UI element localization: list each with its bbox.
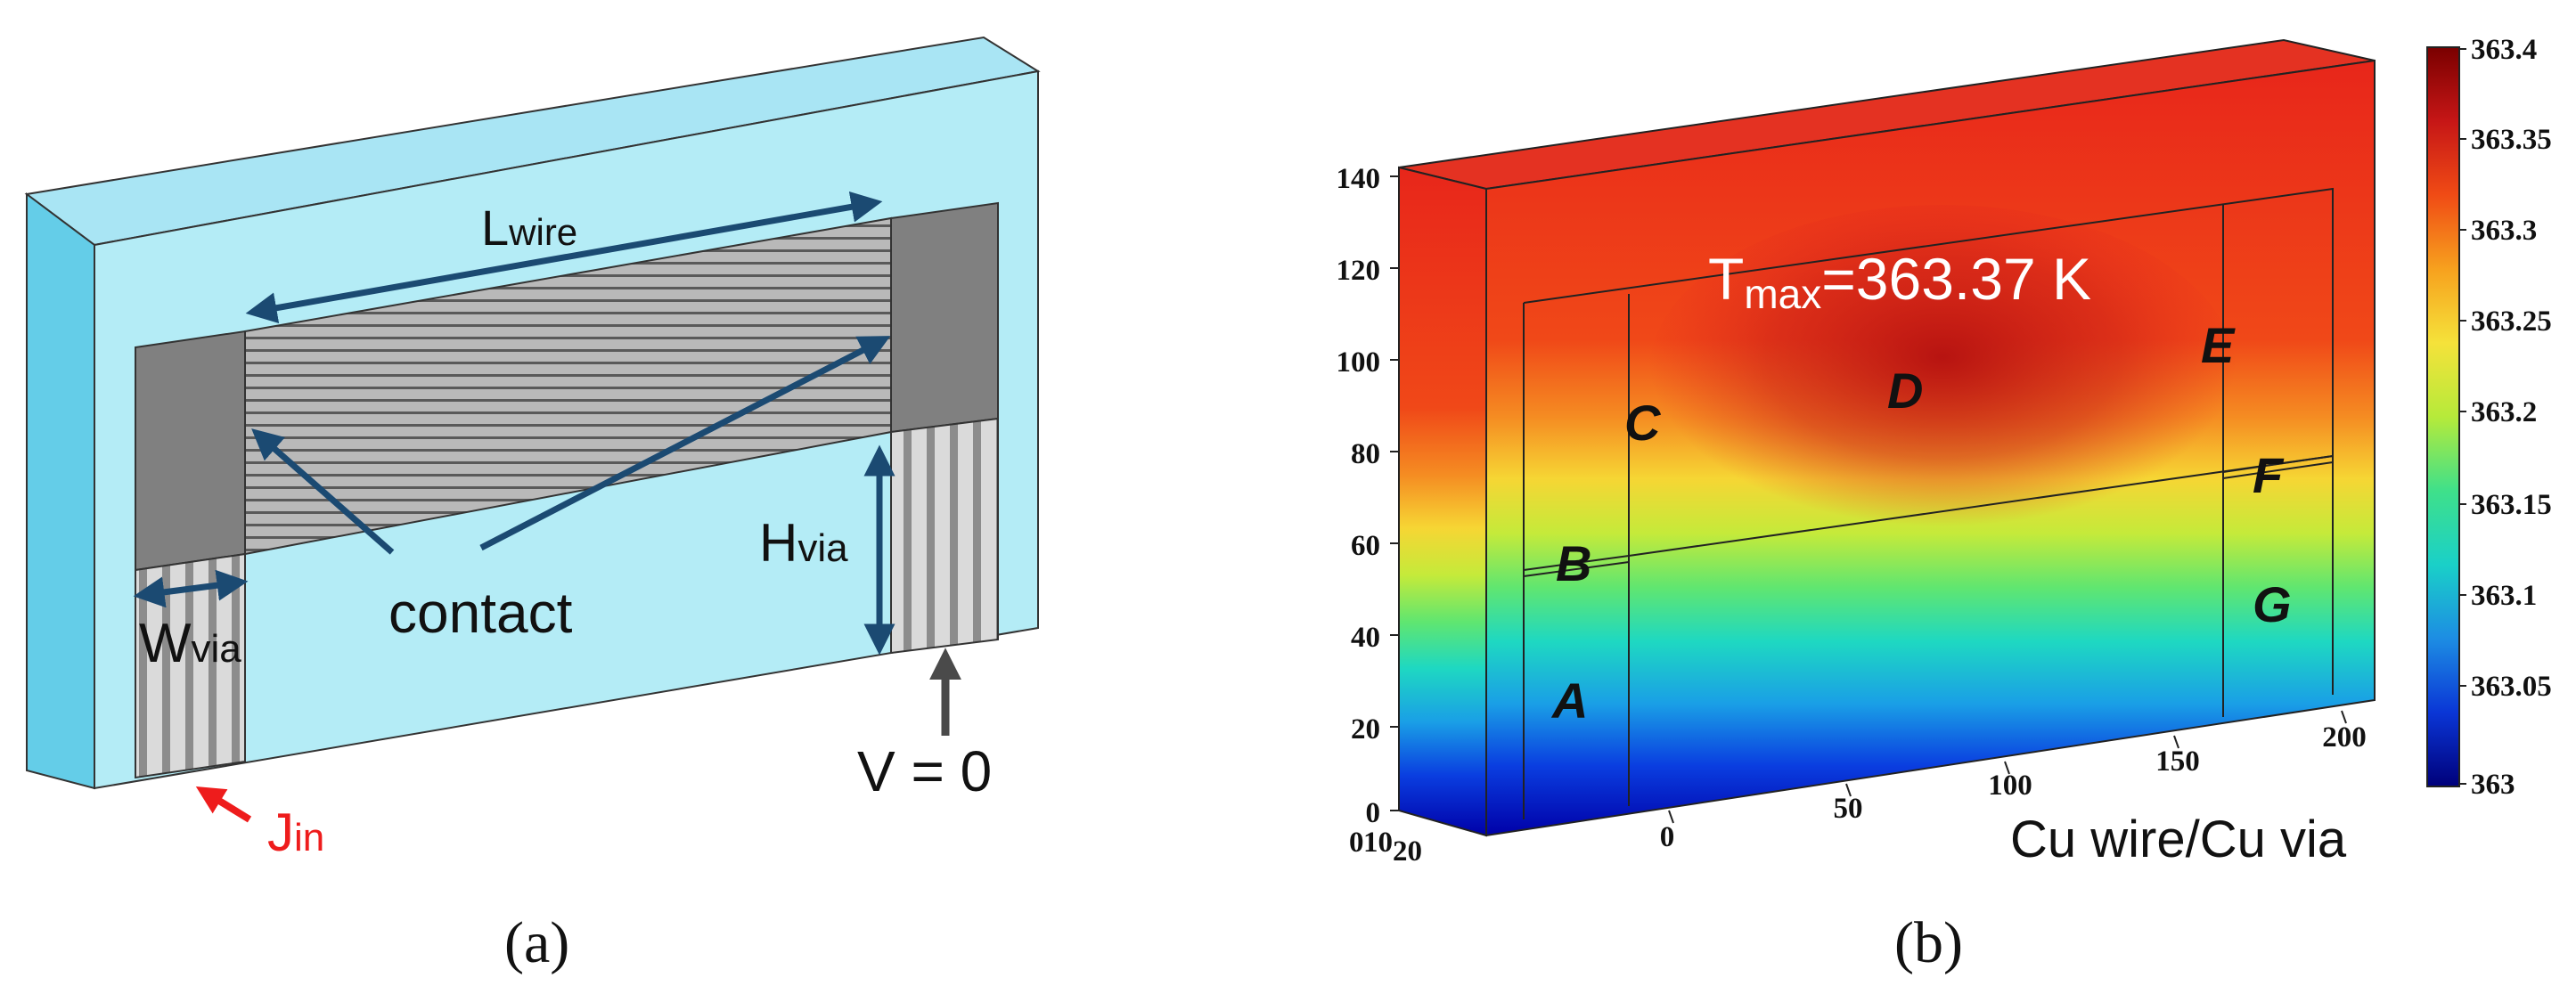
y-tick-label-7: 0 [1366, 797, 1381, 829]
caption-b: (b) [1894, 910, 1963, 975]
colorbar-tick-label-0: 363.4 [2471, 34, 2537, 66]
colorbar: 363.4 363.35 363.3 363.25 363.2 363.15 3… [2426, 34, 2552, 801]
left-contact [135, 330, 246, 572]
j-in-main: J [267, 803, 294, 862]
z-tick-label-2: 20 [1393, 835, 1422, 868]
contact-arrow-right [479, 336, 891, 551]
colorbar-tick-label-2: 363.3 [2471, 215, 2537, 247]
l-wire-arrow [245, 191, 883, 323]
panel-b: A B C D E F G Tmax=363.37 K 140 120 100 … [1337, 34, 2552, 975]
y-tick-label-4: 60 [1351, 530, 1380, 562]
w-via-sub: via [192, 627, 242, 671]
y-tick-label-6: 20 [1351, 713, 1380, 746]
y-tick-2: 100 [1337, 346, 1399, 379]
colorbar-gradient [2426, 46, 2460, 787]
l-wire-label: Lwire [481, 200, 577, 256]
region-b: B [1556, 535, 1591, 591]
colorbar-tick-0: 363.4 [2459, 34, 2537, 66]
x-tick-2: 100 [1988, 761, 2032, 802]
right-via [890, 417, 999, 655]
x-tick-label-1: 50 [1834, 793, 1863, 825]
colorbar-tick-label-3: 363.25 [2471, 306, 2552, 338]
j-in-sub: in [294, 816, 324, 860]
j-in-label: Jin [267, 803, 324, 862]
l-wire-sub: wire [508, 211, 577, 253]
y-tick-label-3: 80 [1351, 438, 1380, 470]
colorbar-tick-3: 363.25 [2459, 306, 2552, 338]
j-in-arrow [195, 786, 252, 823]
y-axis: 140 120 100 80 60 40 20 0 [1337, 163, 1400, 829]
z-tick-label-1: 10 [1363, 827, 1393, 859]
colorbar-tick-5: 363.15 [2459, 489, 2552, 521]
z-tick-label-0: 0 [1349, 827, 1364, 859]
structure-lines [1523, 187, 2334, 819]
axis-label-cu: Cu wire/Cu via [2010, 811, 2347, 868]
h-via-label: Hvia [759, 513, 848, 573]
slab-left-face [26, 192, 95, 790]
caption-a: (a) [504, 910, 569, 975]
tmax-sub: max [1744, 271, 1821, 317]
h-via-sub: via [797, 526, 848, 570]
tmax-rest: =363.37 K [1821, 246, 2091, 312]
x-tick-4: 200 [2322, 710, 2367, 754]
y-tick-4: 60 [1351, 530, 1399, 562]
colorbar-tick-label-8: 363 [2471, 769, 2515, 801]
x-tick-label-2: 100 [1988, 770, 2032, 802]
y-tick-label-5: 40 [1351, 622, 1380, 654]
x-tick-label-4: 200 [2322, 721, 2367, 754]
region-f: F [2253, 447, 2285, 503]
region-a: A [1550, 672, 1588, 729]
colorbar-tick-label-7: 363.05 [2471, 671, 2552, 703]
colorbar-tick-2: 363.3 [2459, 215, 2537, 247]
panel-a: Lwire contact Hvia Wvia V = 0 Jin (a) [24, 36, 1041, 975]
y-tick-1: 120 [1337, 255, 1399, 287]
contact-label: contact [388, 581, 573, 645]
y-tick-label-1: 120 [1337, 255, 1381, 287]
x-tick-1: 50 [1834, 783, 1863, 825]
colorbar-tick-label-4: 363.2 [2471, 396, 2537, 428]
x-tick-3: 150 [2155, 735, 2200, 778]
colorbar-tick-7: 363.05 [2459, 671, 2552, 703]
tmax-main: T [1708, 246, 1744, 312]
tmax-label: Tmax=363.37 K [1708, 246, 2091, 317]
y-tick-7: 0 [1366, 797, 1399, 829]
region-d: D [1887, 363, 1923, 419]
colorbar-tick-1: 363.35 [2459, 124, 2552, 156]
colorbar-tick-8: 363 [2459, 769, 2515, 801]
v-zero-label: V = 0 [857, 739, 992, 803]
region-c: C [1624, 395, 1662, 451]
heat-left-face [1398, 166, 1487, 837]
x-tick-0: 0 [1660, 810, 1675, 853]
y-tick-6: 20 [1351, 713, 1399, 746]
z-axis: 0 10 20 [1349, 827, 1422, 868]
w-via-label: Wvia [139, 613, 241, 674]
y-tick-label-0: 140 [1337, 163, 1381, 195]
w-via-main: W [139, 613, 192, 674]
colorbar-tick-label-1: 363.35 [2471, 124, 2552, 156]
region-g: G [2253, 576, 2292, 632]
colorbar-tick-6: 363.1 [2459, 580, 2537, 612]
region-e: E [2201, 317, 2236, 373]
hot-region [1648, 205, 2237, 543]
y-tick-5: 40 [1351, 622, 1399, 654]
y-tick-0: 140 [1337, 163, 1399, 195]
x-axis: 0 50 100 150 200 [1660, 710, 2367, 853]
w-via-arrow [133, 569, 249, 608]
colorbar-tick-label-5: 363.15 [2471, 489, 2552, 521]
right-contact [890, 201, 999, 434]
colorbar-tick-4: 363.2 [2459, 396, 2537, 428]
x-tick-label-3: 150 [2155, 746, 2200, 778]
y-tick-label-2: 100 [1337, 346, 1381, 379]
colorbar-tick-label-6: 363.1 [2471, 580, 2537, 612]
l-wire-main: L [481, 200, 509, 256]
region-labels: A B C D E F G [1550, 317, 2292, 729]
x-tick-label-0: 0 [1660, 821, 1675, 853]
h-via-main: H [759, 513, 797, 573]
contact-arrow-left [251, 428, 395, 555]
y-tick-3: 80 [1351, 438, 1399, 470]
left-via [135, 552, 246, 779]
